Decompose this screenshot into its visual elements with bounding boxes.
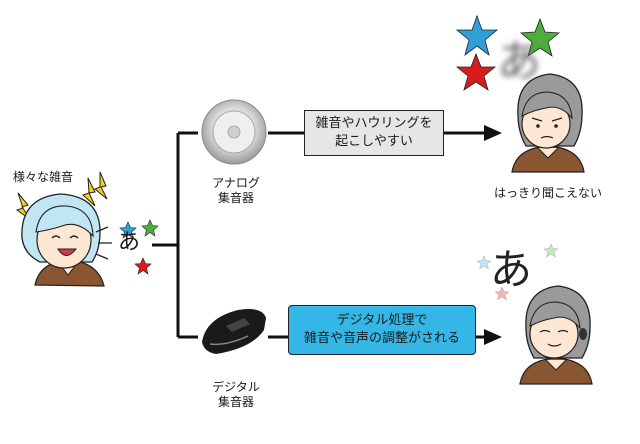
noise-label: 様々な雑音	[12, 170, 73, 184]
digital-device-icon	[202, 309, 266, 354]
analog-label-line1: アナログ	[212, 176, 260, 190]
analog-box-line2: 起こしやすい	[335, 134, 413, 149]
digital-device-label: デジタル 集音器	[196, 380, 276, 410]
digital-box-line2: 雑音や音声の調整がされる	[303, 331, 460, 346]
sound-char-speaker: あ	[118, 230, 141, 255]
analog-problem-box: 雑音やハウリングを 起こしやすい	[304, 110, 444, 156]
digital-label-line2: 集音器	[217, 395, 254, 409]
branch-connector	[152, 131, 198, 339]
unclear-hearing-label: はっきり聞こえない	[493, 186, 602, 200]
analog-box-line1: 雑音やハウリングを	[315, 116, 433, 131]
analog-device-label: アナログ 集音器	[196, 176, 276, 206]
listener-confused-icon	[511, 73, 585, 173]
noise-lightning-icon	[94, 171, 108, 200]
noise-stars-icon	[455, 14, 561, 91]
digital-box-line1: デジタル処理で	[336, 313, 428, 328]
digital-label-line1: デジタル	[212, 380, 260, 394]
sparkle-stars-icon	[476, 243, 559, 301]
digital-benefit-box: デジタル処理で 雑音や音声の調整がされる	[288, 305, 476, 355]
analog-label-line2: 集音器	[217, 191, 254, 205]
noise-stars-icon	[119, 219, 159, 275]
clear-sound-char: あ	[490, 245, 532, 294]
speaker-person-icon	[15, 171, 112, 287]
noise-lightning-icon	[82, 177, 96, 207]
listener-satisfied-icon	[519, 285, 593, 385]
analog-device-icon	[201, 99, 267, 165]
